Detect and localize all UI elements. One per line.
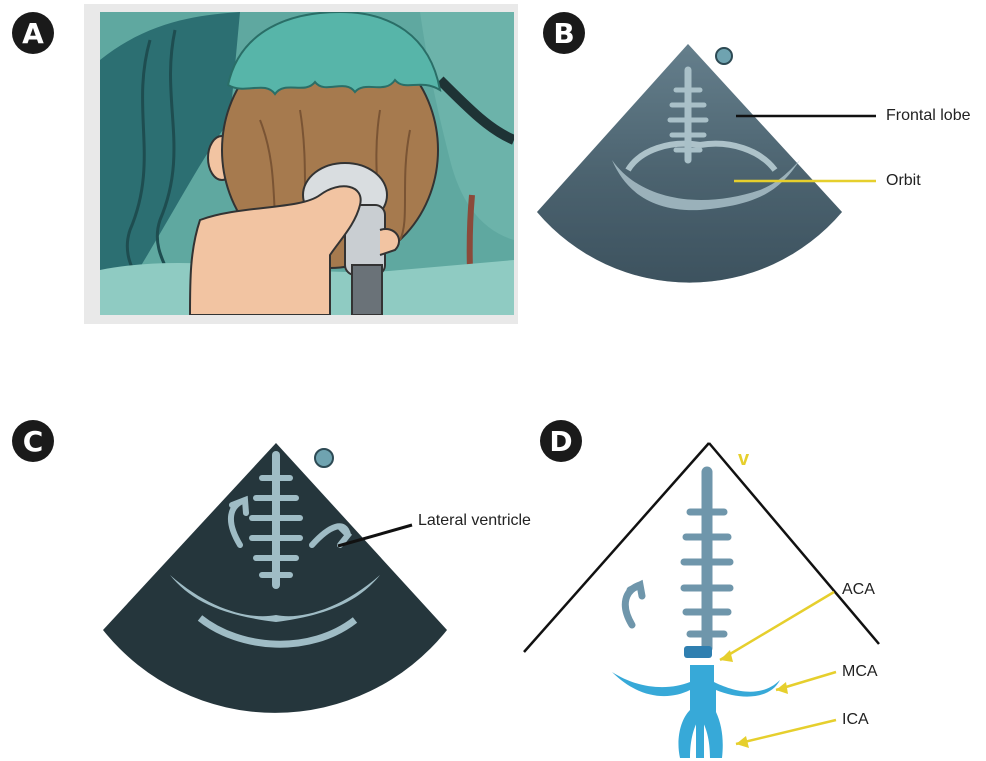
orientation-marker-d: v [738,448,749,471]
label-aca: ACA [842,581,875,599]
orientation-marker-b [716,48,732,64]
panel-a-illustration [84,4,518,324]
panel-d-diagram [524,443,879,758]
panel-b-ultrasound [537,44,876,283]
label-lateral-ventricle: Lateral ventricle [418,512,531,530]
label-orbit: Orbit [886,172,921,190]
label-frontal-lobe: Frontal lobe [886,107,971,125]
panel-c-ultrasound [103,443,447,713]
label-mca: MCA [842,663,878,681]
orientation-marker-c [315,449,333,467]
aca-leader [720,592,834,660]
ica-leader [736,720,836,744]
label-ica: ICA [842,711,869,729]
